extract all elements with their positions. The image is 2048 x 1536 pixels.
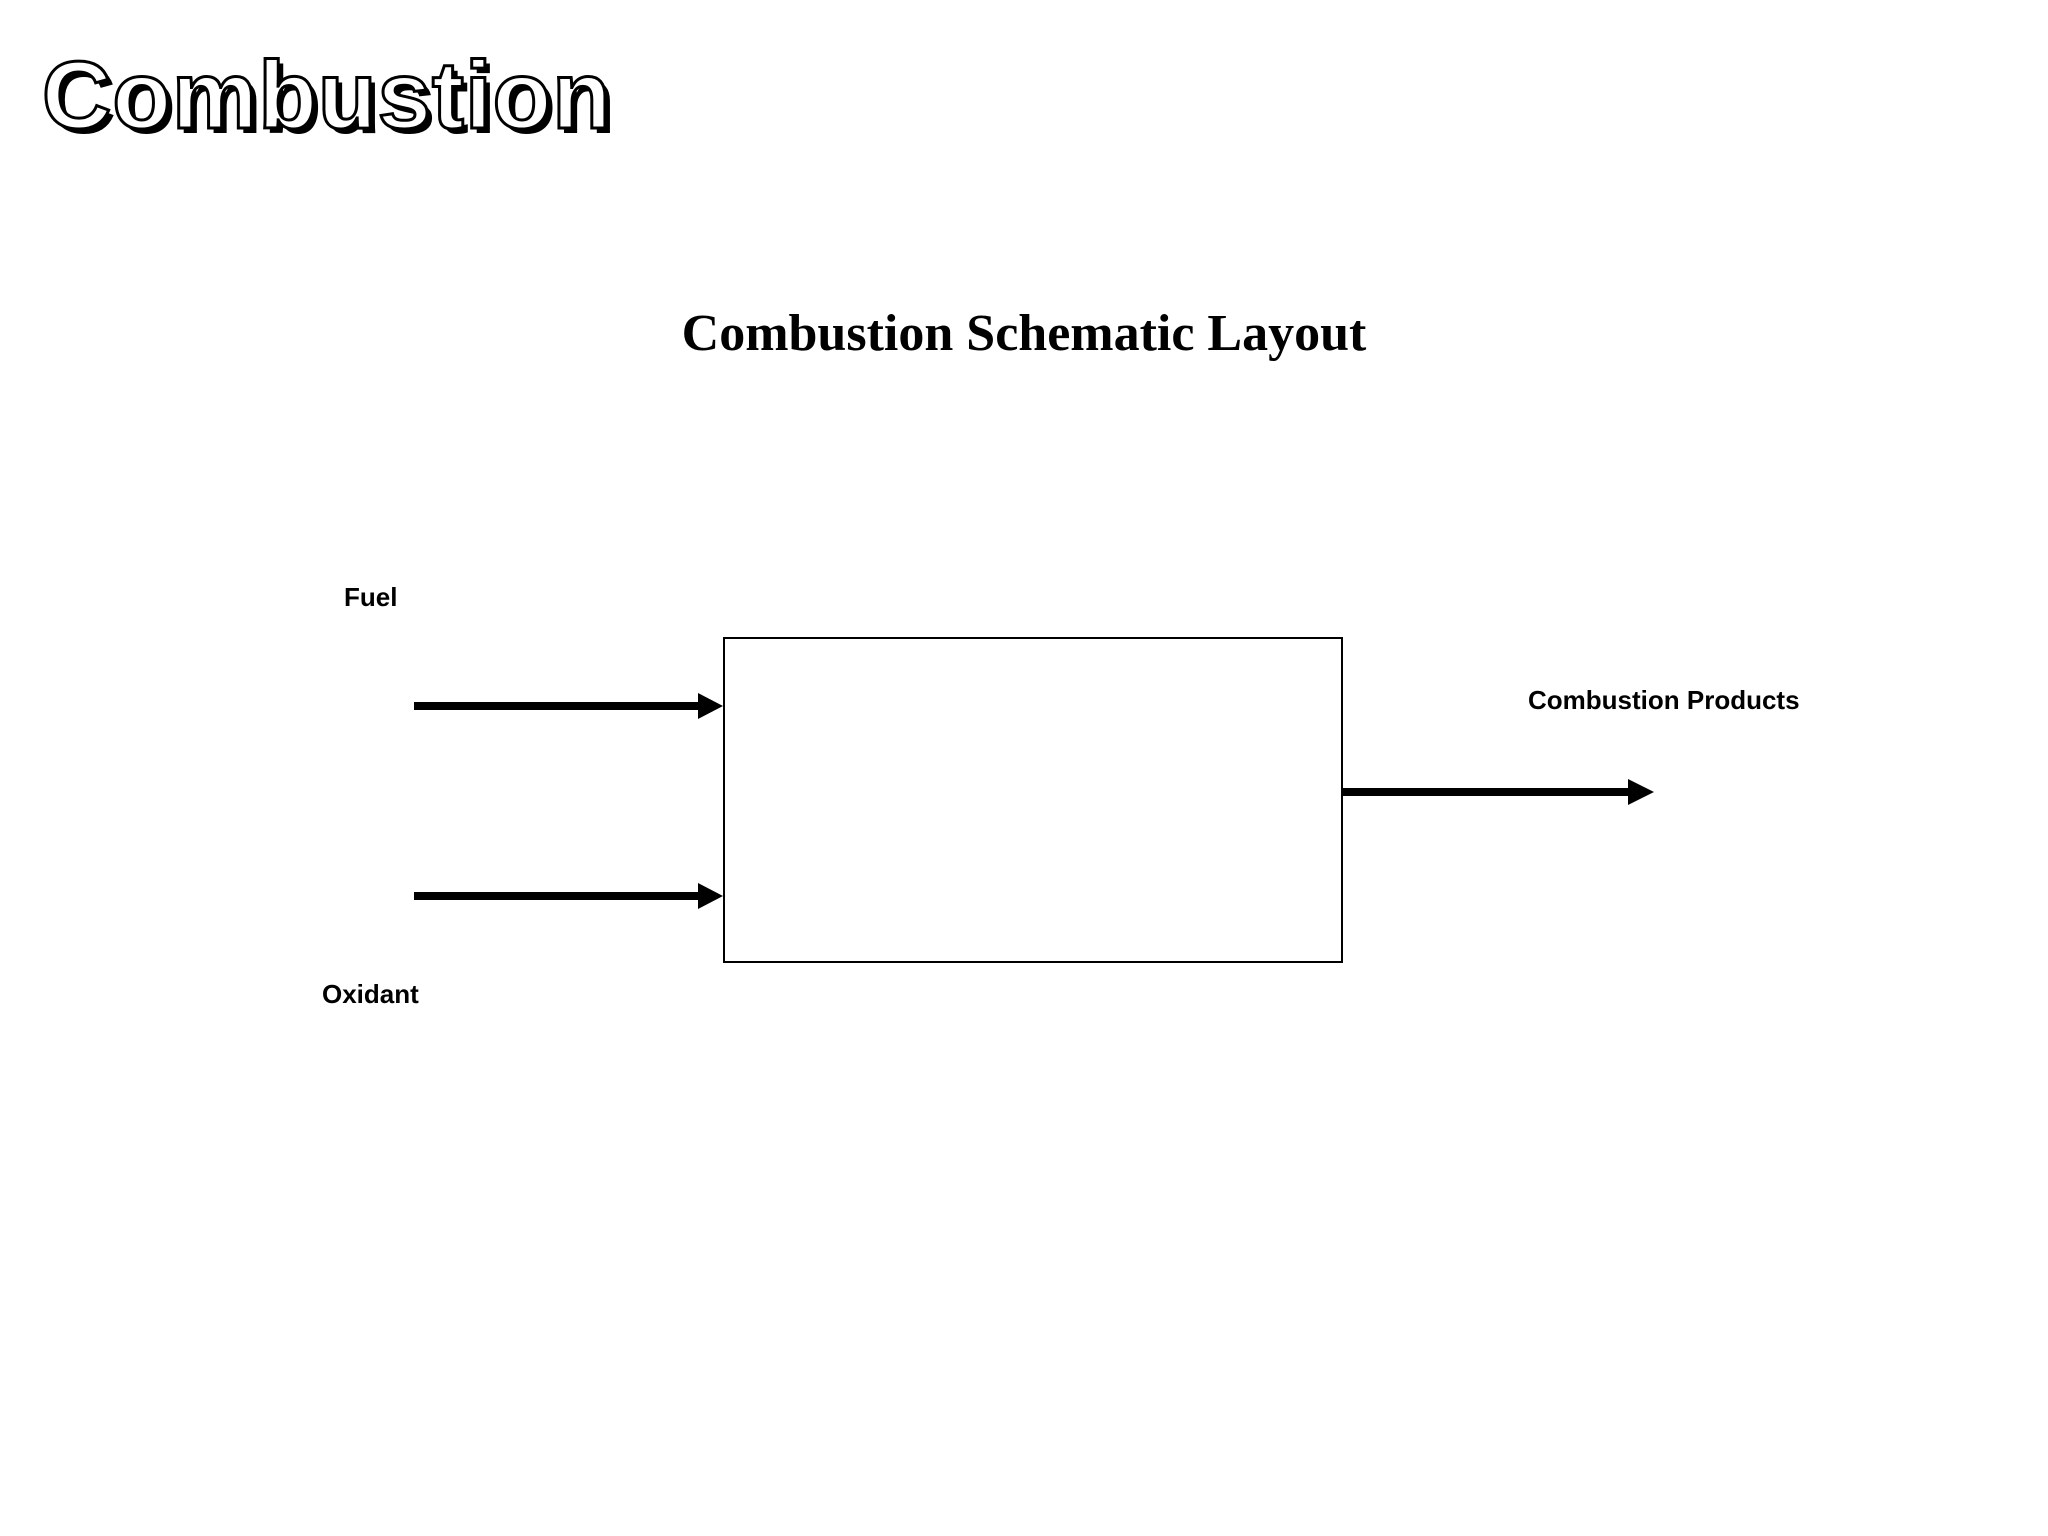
oxidant-inlet-arrow [414, 883, 723, 909]
slide-title: Combustion [41, 42, 613, 149]
products-outlet-arrow [1343, 779, 1654, 805]
combustor-box [723, 637, 1343, 963]
fuel-inlet-arrow [414, 693, 723, 719]
fuel-label: Fuel [344, 582, 398, 612]
diagram-heading: Combustion Schematic Layout [681, 305, 1367, 362]
oxidant-label: Oxidant [322, 979, 419, 1009]
combustion-products-label: Combustion Products [1528, 685, 1800, 715]
